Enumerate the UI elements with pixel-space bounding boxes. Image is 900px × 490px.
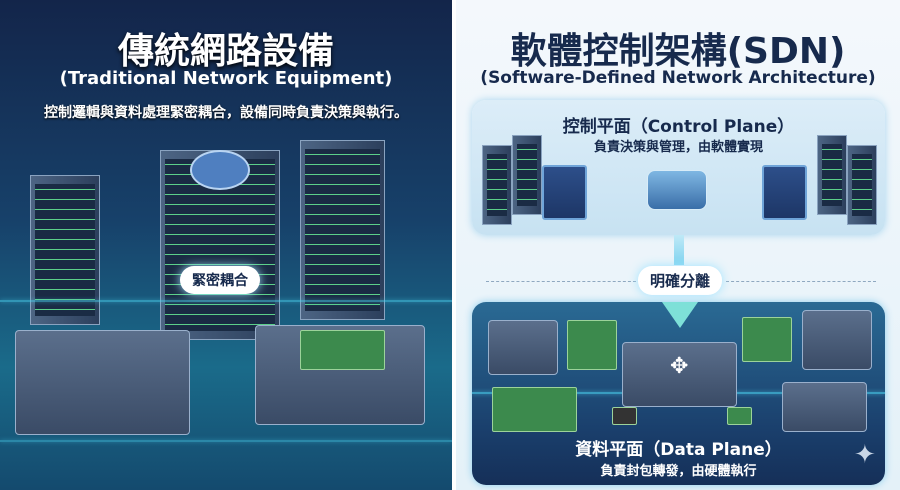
- divider-line: [486, 281, 636, 282]
- server-rack-icon: [30, 175, 100, 325]
- router-box-icon: [782, 382, 867, 432]
- control-plane-description: 負責決策與管理，由軟體實現: [593, 140, 763, 155]
- server-box-icon: [802, 310, 872, 370]
- sdn-subtitle: (Software-Defined Network Architecture): [480, 68, 876, 88]
- chip-icon: [727, 407, 752, 425]
- cable-line: [0, 300, 452, 302]
- sdn-panel: 軟體控制架構(SDN) (Software-Defined Network Ar…: [456, 0, 900, 490]
- sparkle-icon: ✦: [854, 440, 876, 470]
- control-plane-box: 控制平面（Control Plane） 負責決策與管理，由軟體實現: [472, 100, 885, 235]
- circuit-board-icon: [300, 330, 385, 370]
- gear-box-icon: [15, 330, 190, 435]
- data-plane-title: 資料平面（Data Plane）: [575, 440, 782, 460]
- cable-line: [0, 440, 452, 442]
- coupling-badge: 緊密耦合: [180, 266, 260, 294]
- server-icon: [847, 145, 877, 225]
- sdn-title: 軟體控制架構(SDN): [510, 31, 846, 72]
- monitor-icon: [542, 165, 587, 220]
- circuit-card-icon: [742, 317, 792, 362]
- server-icon: [817, 135, 847, 215]
- traditional-description: 控制邏輯與資料處理緊密耦合，設備同時負責決策與執行。: [44, 105, 408, 121]
- traditional-network-panel: 傳統網路設備 (Traditional Network Equipment) 控…: [0, 0, 452, 490]
- down-arrow-icon: [674, 235, 684, 265]
- router-icon: [190, 150, 250, 190]
- server-icon: [482, 145, 512, 225]
- circuit-card-icon: [567, 320, 617, 370]
- traditional-title: 傳統網路設備: [117, 31, 334, 72]
- divider-line: [726, 281, 876, 282]
- server-box-icon: [488, 320, 558, 375]
- separation-badge: 明確分離: [638, 266, 723, 295]
- monitor-icon: [762, 165, 807, 220]
- move-arrows-icon: ✥: [670, 354, 689, 379]
- data-plane-description: 負責封包轉發，由硬體執行: [600, 464, 757, 479]
- chip-icon: [612, 407, 637, 425]
- down-arrow-icon: [662, 302, 698, 328]
- server-icon: [512, 135, 542, 215]
- network-switch-icon: [622, 342, 737, 407]
- server-rack-icon: [300, 140, 385, 320]
- data-plane-box: ✥ 資料平面（Data Plane） 負責封包轉發，由硬體執行 ✦: [472, 302, 885, 485]
- brain-controller-icon: [647, 170, 707, 210]
- traditional-subtitle: (Traditional Network Equipment): [59, 68, 393, 89]
- circuit-board-icon: [492, 387, 577, 432]
- control-plane-title: 控制平面（Control Plane）: [562, 117, 795, 137]
